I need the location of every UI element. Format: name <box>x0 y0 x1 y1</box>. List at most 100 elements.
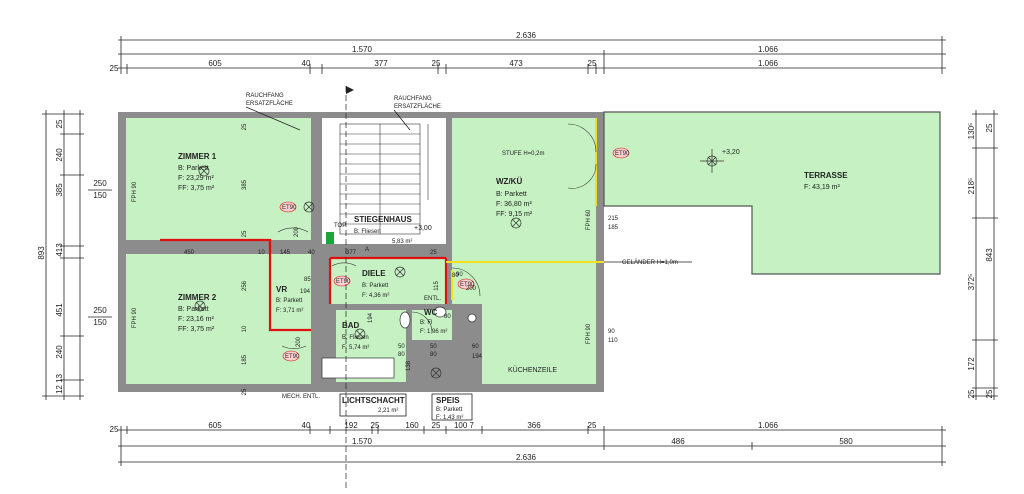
et-tag-2: ET90 <box>336 279 351 285</box>
openings: FPH 90 FPH 90 FPH 60 FPH 90 215 185 90 1… <box>132 123 619 395</box>
dim-top-row3-7: 1.066 <box>758 59 779 68</box>
z1-c: 25 <box>242 230 248 237</box>
room-lichtschacht: LICHTSCHACHT 2,21 m² <box>342 396 405 414</box>
rauchfang-right-l2: ERSATZFLÄCHE <box>394 103 441 110</box>
dim-bot-row1-7: 100 7 <box>454 421 475 430</box>
zimmer1-name: ZIMMER 1 <box>178 152 217 161</box>
lichtschacht-floor <box>339 393 407 417</box>
wzku-b: B: Parkett <box>496 191 527 198</box>
lamp-symbols <box>194 149 724 379</box>
stiegenhaus-b: B: Fliesen <box>354 229 381 235</box>
z1-a: 25 <box>242 123 248 130</box>
zimmer2-name: ZIMMER 2 <box>178 293 217 302</box>
speis-f: F: 1,43 m² <box>436 415 463 421</box>
terrasse-name: TERRASSE <box>804 171 848 180</box>
door-200c: 200 <box>466 286 477 292</box>
dim-right-a4: 25 <box>967 389 976 398</box>
door-50b: 50 <box>430 344 437 350</box>
dim-bot-total: 2.636 <box>516 453 537 462</box>
wc-b: B: Fl <box>420 320 432 326</box>
room-zimmer2: ZIMMER 2 B: Parkett F: 23,16 m² FF: 3,75… <box>178 293 217 333</box>
door-138: 138 <box>406 360 412 371</box>
dim-left-seg-2: 385 <box>55 183 64 197</box>
et-tag-4: ET90 <box>615 151 630 157</box>
fph-wz90: FPH 90 <box>586 323 592 344</box>
zimmer2-b: B: Parkett <box>178 306 209 313</box>
win-wz-b1: 110 <box>608 338 618 344</box>
dim-left-inner-b0: 250 <box>93 306 107 315</box>
stufe-label: STUFE H=0,2m <box>502 151 545 157</box>
door-80d: 80 <box>430 352 437 358</box>
room-vr: VR B: Parkett F: 3,71 m² <box>276 285 303 314</box>
level-stairs: +3,00 <box>414 225 432 232</box>
dim-top-row2-a: 1.570 <box>352 45 373 54</box>
mech-entl-label: MECH. ENTL. <box>282 394 320 400</box>
top-dimensions: 2.636 1.570 1.066 25 605 40 377 25 473 2… <box>110 31 946 74</box>
room-terrasse: TERRASSE F: 43,19 m² <box>804 171 848 191</box>
fph-z1: FPH 90 <box>132 181 138 202</box>
rauchfang-right-l1: RAUCHFANG <box>394 96 432 102</box>
dim-left-seg-5: 240 <box>55 345 64 359</box>
dim-bot-row1-8: 366 <box>527 421 541 430</box>
dim-bot-row1-4: 25 <box>371 421 380 430</box>
fph-z2: FPH 90 <box>132 307 138 328</box>
stiegenhaus-f: 5,83 m² <box>392 239 412 245</box>
door-194c: 194 <box>472 354 483 360</box>
mid-377: 377 <box>346 250 357 256</box>
dim-left-seg-0: 25 <box>55 119 64 128</box>
dim-bot-row2-0: 1.570 <box>352 437 373 446</box>
dim-right-total: 843 <box>985 248 994 262</box>
diele-name: DIELE <box>362 269 386 278</box>
speis-floor <box>431 393 473 421</box>
mid-40: 40 <box>308 250 315 256</box>
dim-top-row3-6: 25 <box>588 59 597 68</box>
terrasse-f: F: 43,19 m² <box>804 184 840 191</box>
room-speis: SPEIS B: Parkett F: 1,43 m² <box>436 396 463 421</box>
et-tag-3: ET90 <box>460 282 475 288</box>
zimmer1-b: B: Parkett <box>178 165 209 172</box>
bad-name: BAD <box>342 321 360 330</box>
dim-right-a3: 172 <box>967 357 976 371</box>
zimmer1-ff: FF: 3,75 m² <box>178 185 215 192</box>
dim-left-total: 893 <box>37 246 46 260</box>
zimmer2-ff: FF: 3,75 m² <box>178 326 215 333</box>
dim-bot-row2-1: 486 <box>671 437 685 446</box>
speis-name: SPEIS <box>436 396 460 405</box>
door-80b: 80 <box>444 314 451 320</box>
dim-right-b0: 25 <box>985 123 994 132</box>
building <box>118 86 941 490</box>
et-tag-labels: ET90 ET90 ET90 ET90 ET90 <box>282 151 630 360</box>
door-50a: 50 <box>398 344 405 350</box>
dim-bot-row1-10: 1.066 <box>758 421 779 430</box>
diele-f: F: 4,36 m² <box>362 293 389 299</box>
dim-top-total: 2.636 <box>516 31 537 40</box>
dim-bot-row1-3: 192 <box>344 421 358 430</box>
door-90: 90 <box>456 272 463 278</box>
section-marker <box>345 86 354 490</box>
vr-name: VR <box>276 285 287 294</box>
door-200a: 200 <box>294 226 300 237</box>
mid-145: 145 <box>280 250 291 256</box>
rauchfang-left: RAUCHFANG ERSATZFLÄCHE <box>245 93 301 131</box>
room-stiegenhaus: STIEGENHAUS B: Fliesen 5,83 m² <box>354 215 412 245</box>
room-zimmer1: ZIMMER 1 B: Parkett F: 23,29 m² FF: 3,75… <box>178 152 217 192</box>
et-tags <box>279 147 630 362</box>
rauchfang-left-l1: RAUCHFANG <box>246 93 284 99</box>
dim-top-row3-3: 377 <box>374 59 388 68</box>
door-194b: 194 <box>368 312 374 323</box>
vr-floor <box>270 254 310 330</box>
room-wc: WC B: Fl F: 1,96 m² <box>420 308 447 335</box>
z2-b: 10 <box>242 325 248 332</box>
dim-top-row2-b: 1.066 <box>758 45 779 54</box>
dim-bot-row1-9: 25 <box>588 421 597 430</box>
stiegenhaus-name: STIEGENHAUS <box>354 215 412 224</box>
zimmer2-f: F: 23,16 m² <box>178 316 214 323</box>
vr-b: B: Parkett <box>276 298 303 304</box>
dim-top-row3-5: 473 <box>509 59 523 68</box>
rauchfang-right: RAUCHFANG ERSATZFLÄCHE <box>393 96 441 131</box>
top-label: TOP <box>334 223 346 229</box>
wzku-ff: FF: 9,15 m² <box>496 211 533 218</box>
dim-bot-row2-2: 580 <box>839 437 853 446</box>
exit-sign-icon <box>326 232 334 244</box>
zimmer1-f: F: 23,29 m² <box>178 175 214 182</box>
